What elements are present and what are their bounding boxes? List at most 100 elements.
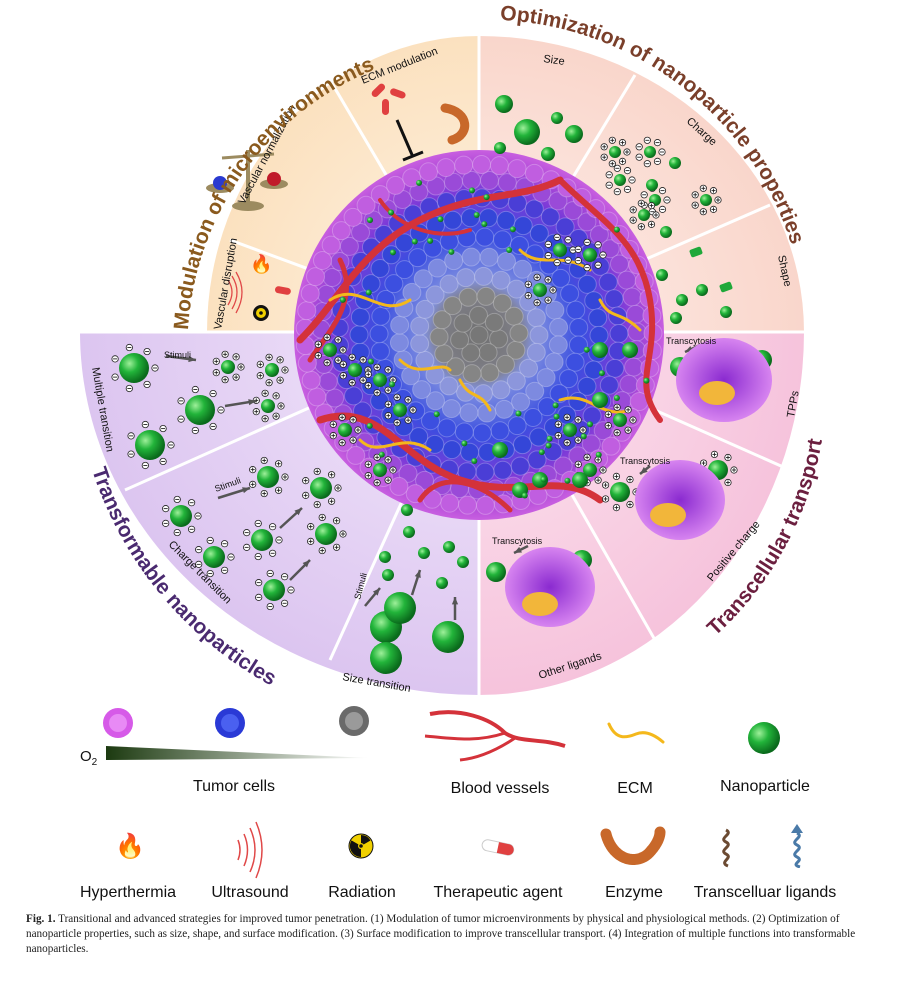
negative-charge-icon	[624, 167, 630, 173]
tumor-cell	[485, 313, 503, 331]
nanoparticle	[388, 210, 394, 216]
oxygen-label: O2	[80, 748, 97, 768]
negative-charge-icon	[659, 187, 665, 193]
positive-charge-icon	[725, 454, 731, 460]
positive-charge-icon	[564, 414, 570, 420]
negative-charge-icon	[126, 385, 132, 391]
positive-charge-icon	[340, 372, 346, 378]
tumor-cell	[570, 318, 588, 336]
tumor-cell	[462, 248, 480, 266]
positive-charge-icon	[374, 364, 380, 370]
positive-charge-icon	[333, 518, 339, 524]
positive-charge-icon	[262, 390, 268, 396]
positive-charge-icon	[614, 429, 620, 435]
negative-charge-icon	[554, 234, 560, 240]
tumor-cell	[530, 326, 548, 344]
tumor-cell	[451, 331, 469, 349]
negative-charge-icon	[641, 192, 647, 198]
negative-charge-icon	[255, 594, 261, 600]
tumor-cell	[301, 284, 319, 302]
tumor-cell	[599, 273, 617, 291]
nanoparticle	[436, 577, 448, 589]
nanoparticle	[432, 621, 464, 653]
endothelial-cell	[635, 460, 725, 540]
negative-charge-icon	[178, 398, 184, 404]
negative-charge-icon	[221, 567, 227, 573]
tumor-cell	[440, 275, 458, 293]
tumor-cell	[606, 359, 624, 377]
annotation-stimuli: Stimuli	[164, 350, 191, 360]
tumor-cell	[475, 267, 493, 285]
tumor-cell	[411, 317, 429, 335]
positive-charge-icon	[653, 212, 659, 218]
nanoparticle	[541, 147, 555, 161]
radiation-icon	[348, 833, 374, 859]
tumor-cell	[490, 157, 508, 175]
negative-charge-icon	[255, 520, 261, 526]
nanoparticle	[581, 433, 587, 439]
negative-charge-icon	[195, 513, 201, 519]
tumor-cell	[430, 328, 448, 346]
positive-charge-icon	[319, 547, 325, 553]
positive-charge-icon	[638, 200, 644, 206]
positive-charge-icon	[360, 357, 366, 363]
positive-charge-icon	[605, 411, 611, 417]
nanoparticle-icon	[746, 720, 782, 756]
positive-charge-icon	[266, 354, 272, 360]
positive-charge-icon	[575, 461, 581, 467]
nanoparticle	[379, 551, 391, 563]
negative-charge-icon	[629, 177, 635, 183]
tumor-cell	[508, 417, 526, 435]
positive-charge-icon	[625, 407, 631, 413]
nanoparticle	[370, 642, 402, 674]
nanoparticle	[660, 226, 672, 238]
nanoparticle	[515, 411, 521, 417]
nanoparticle	[461, 440, 467, 446]
positive-charge-icon	[564, 439, 570, 445]
tumor-cell	[493, 231, 511, 249]
legend-label-tumor-cells: Tumor cells	[193, 778, 275, 796]
negative-charge-icon	[174, 496, 180, 502]
negative-charge-icon	[636, 144, 642, 150]
positive-charge-icon	[282, 367, 288, 373]
legend-label-nanoparticle: Nanoparticle	[720, 778, 810, 796]
positive-charge-icon	[627, 501, 633, 507]
tumor-cell	[390, 334, 408, 352]
positive-charge-icon	[277, 377, 283, 383]
negative-charge-icon	[144, 381, 150, 387]
positive-charge-icon	[333, 544, 339, 550]
nanoparticle	[547, 436, 553, 442]
positive-charge-icon	[339, 414, 345, 420]
nanoparticle	[474, 212, 480, 218]
positive-charge-icon	[405, 397, 411, 403]
nanoparticle	[416, 180, 422, 186]
legend-label-therapeutic-agent: Therapeutic agent	[434, 884, 563, 902]
tumor-cell	[326, 389, 344, 407]
nanoparticle	[469, 187, 475, 193]
endothelial-cell	[676, 338, 772, 422]
positive-charge-icon	[350, 437, 356, 443]
tumor-cell	[610, 325, 628, 343]
caption-prefix: Fig. 1.	[26, 913, 56, 925]
tumor-cell	[605, 290, 623, 308]
nanoparticle	[614, 395, 620, 401]
positive-charge-icon	[374, 389, 380, 395]
positive-charge-icon	[600, 467, 606, 473]
positive-charge-icon	[390, 467, 396, 473]
tumor-cell	[600, 376, 618, 394]
tumor-cell	[537, 369, 555, 387]
negative-charge-icon	[243, 529, 249, 535]
positive-charge-icon	[307, 538, 313, 544]
positive-charge-icon	[601, 154, 607, 160]
negative-charge-icon	[565, 237, 571, 243]
tumor-cell	[372, 307, 390, 325]
endothelial-cell	[505, 547, 595, 627]
positive-charge-icon	[350, 417, 356, 423]
positive-charge-icon	[365, 472, 371, 478]
negative-charge-icon	[152, 365, 158, 371]
positive-charge-icon	[624, 149, 630, 155]
positive-charge-icon	[555, 432, 561, 438]
negative-charge-icon	[281, 600, 287, 606]
nanoparticle	[340, 297, 346, 303]
tumor-cell	[514, 217, 532, 235]
